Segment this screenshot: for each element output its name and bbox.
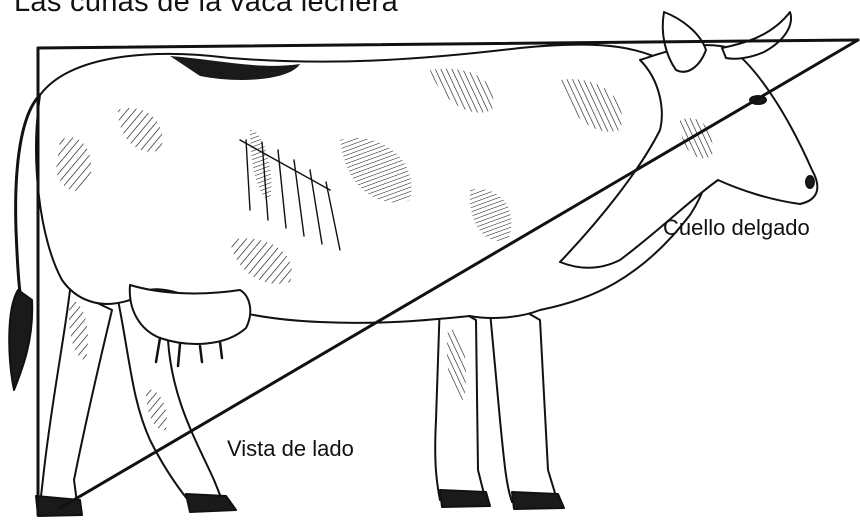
diagram-title: Las cuñas de la vaca lechera (14, 0, 398, 19)
front-leg-left (435, 300, 486, 502)
front-leg-right (488, 290, 558, 503)
tail-switch (9, 290, 32, 390)
hoof-rear-right (186, 494, 236, 512)
cow-drawing (9, 12, 817, 516)
hoof-front-left (440, 490, 490, 507)
cow-nostril (806, 176, 814, 188)
cow-horn (722, 12, 791, 59)
neck-label: Cuello delgado (663, 215, 810, 241)
side-view-label: Vista de lado (227, 436, 354, 462)
hoof-front-right (512, 492, 564, 509)
